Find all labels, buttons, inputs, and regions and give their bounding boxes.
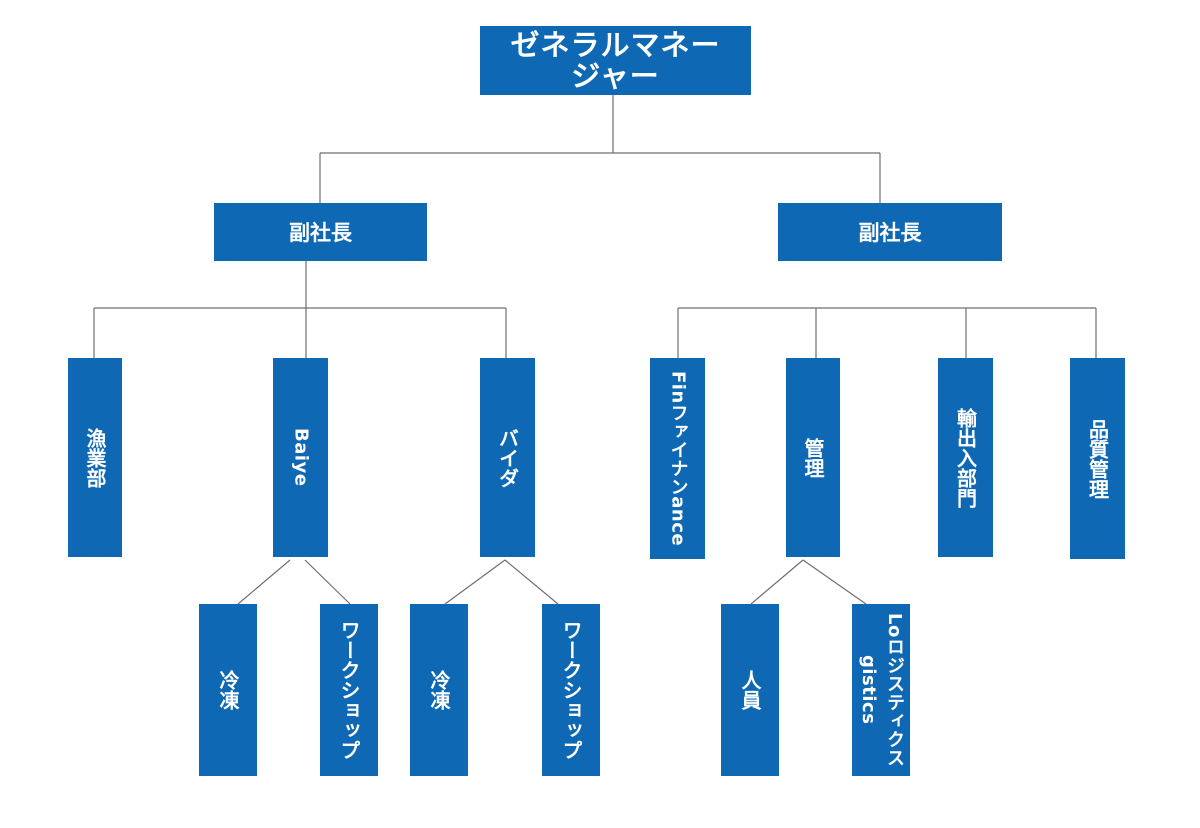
department-label: 輸出入部門 — [953, 407, 978, 508]
unit-label: 冷凍 — [216, 670, 240, 710]
unit-label: 冷凍 — [427, 670, 451, 710]
department-box-quality-control: 品質管理 — [1070, 358, 1125, 559]
connector-line — [802, 559, 867, 605]
unit-box-logistics: Loロジスティクスgistics — [852, 604, 910, 776]
connector-line — [504, 559, 559, 605]
department-box-fisheries: 漁業部 — [68, 358, 122, 557]
vice-president-right-label: 副社長 — [858, 221, 922, 245]
unit-label: ワークショップ — [337, 620, 361, 760]
vice-president-left-box: 副社長 — [214, 203, 427, 261]
department-box-management: 管理 — [786, 358, 840, 557]
department-label: 漁業部 — [83, 427, 107, 488]
department-label: 管理 — [801, 437, 825, 478]
department-box-baiye: Baiye — [273, 358, 328, 557]
department-box-baida: バイダ — [480, 358, 535, 557]
unit-label: ワークショップ — [559, 620, 583, 760]
connector-line — [304, 559, 351, 605]
vice-president-right-box: 副社長 — [778, 203, 1002, 261]
connector-line — [750, 559, 804, 605]
unit-box-personnel: 人員 — [721, 604, 779, 776]
unit-box-baiye-workshop: ワークショップ — [320, 604, 378, 776]
general-manager-label: ゼネラルマネージャー — [510, 27, 721, 93]
general-manager-box: ゼネラルマネージャー — [480, 26, 751, 95]
unit-box-baida-freezing: 冷凍 — [410, 604, 468, 776]
vice-president-left-label: 副社長 — [289, 221, 352, 245]
department-box-finance: Finファイナンance — [650, 358, 705, 559]
unit-box-baiye-freezing: 冷凍 — [199, 604, 257, 776]
unit-label: 人員 — [738, 670, 762, 710]
connector-line — [237, 559, 291, 605]
department-label: バイダ — [495, 427, 520, 488]
unit-box-baida-workshop: ワークショップ — [542, 604, 600, 776]
department-label: Baiye — [290, 428, 312, 487]
department-label: Finファイナンance — [667, 370, 689, 547]
unit-label: Loロジスティクスgistics — [858, 612, 905, 768]
department-label: 品質管理 — [1085, 418, 1110, 499]
connector-line — [444, 559, 506, 605]
department-box-import-export: 輸出入部門 — [938, 358, 993, 557]
